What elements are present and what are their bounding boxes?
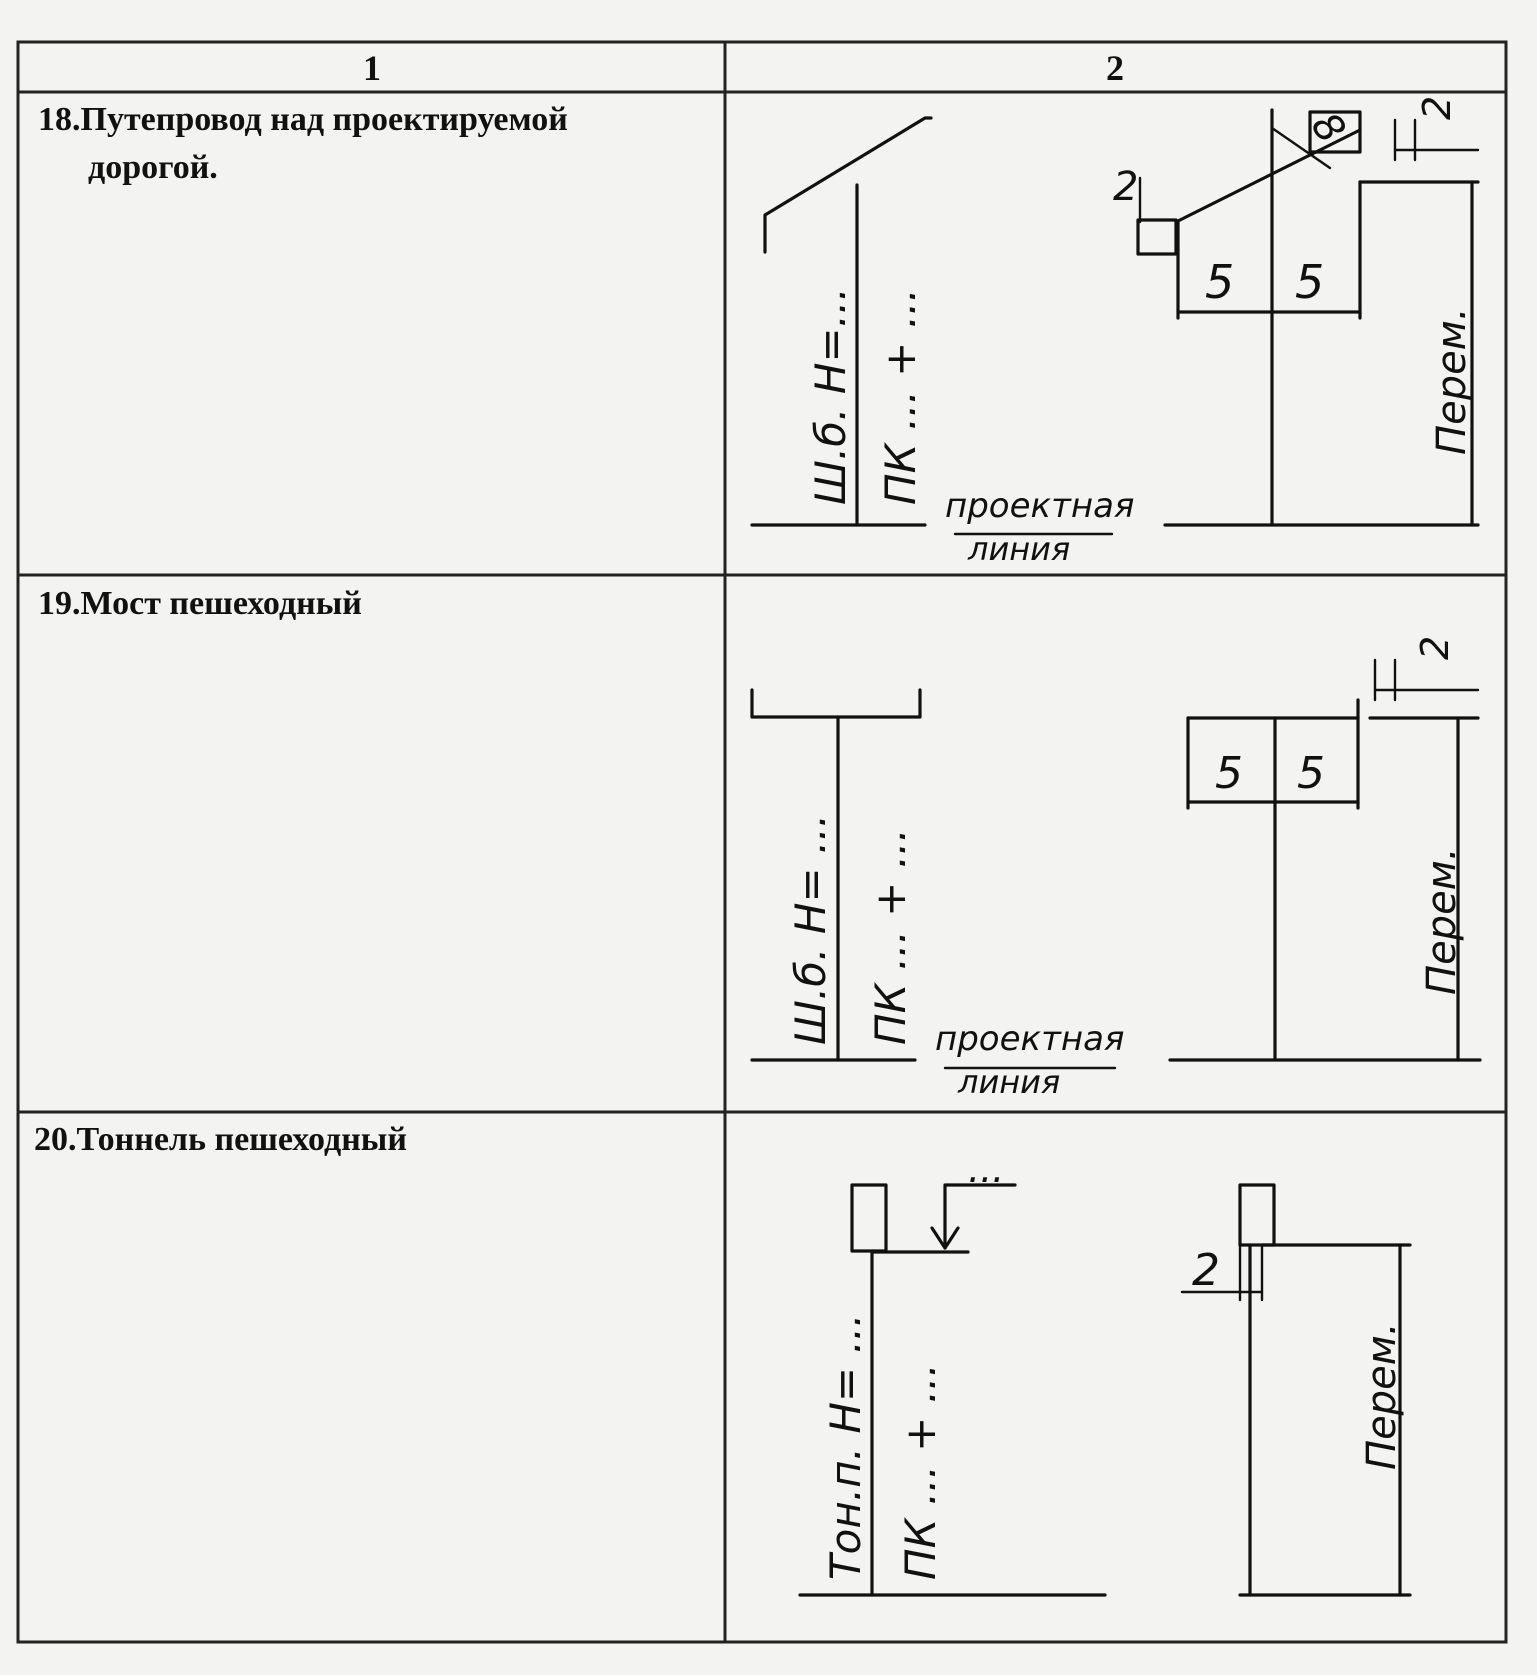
design-line-label-2: линия: [967, 530, 1070, 568]
row-18-title-line1: 18.Путепровод над проектируемой: [38, 101, 568, 138]
footbridge-design-line-1: проектная: [935, 1019, 1124, 1059]
bridge-deck-left: [750, 688, 922, 719]
tunnel-dim-side: 2: [1192, 1245, 1220, 1296]
table-grid: [16, 40, 1508, 1644]
sketch-tunnel: ... Тон.п. Н= ... ПК ... + ... 2 Перем.: [798, 1147, 1412, 1597]
dim-value-a: 5: [1205, 255, 1234, 309]
row-18-title-line2: дорогой.: [88, 149, 218, 186]
dim-diag-line: [1270, 126, 1332, 170]
table-border: [16, 40, 1508, 1644]
tunnel-sign-plate-right: [1238, 1183, 1276, 1247]
tunnel-height-label: Тон.п. Н= ...: [821, 1314, 870, 1581]
footbridge-dim-b: 5: [1297, 748, 1325, 799]
footbridge-dim-a: 5: [1215, 748, 1243, 799]
sign-plate-small: [1136, 218, 1178, 256]
design-line-label-1: проектная: [945, 486, 1134, 526]
tunnel-arrow-note: ...: [968, 1147, 1004, 1191]
column-header-1: 1: [363, 48, 381, 88]
sketch-footbridge: Ш.б. Н= ... ПК ... + ... проектная линия…: [750, 636, 1482, 1101]
dim-top-small: 2: [1113, 164, 1138, 210]
sign-plate-top: [1308, 110, 1362, 154]
dim-value-b: 5: [1295, 255, 1324, 309]
footbridge-design-line-2: линия: [957, 1063, 1060, 1101]
overpass-deck-left: [763, 116, 933, 254]
diagonal-sign-line: [1174, 128, 1362, 224]
overpass-height-label: Ш.б. Н=...: [806, 287, 855, 505]
column-header-2: 2: [1106, 48, 1124, 88]
footbridge-pk-label: ПК ... + ...: [866, 828, 915, 1045]
sketch-overpass: Ш.б. Н=... ПК ... + ... проектная линия …: [750, 96, 1480, 568]
footbridge-dim-top-right: 2: [1413, 636, 1457, 660]
variable-label: Перем.: [1429, 307, 1475, 455]
tunnel-sign-plate-left: [850, 1183, 888, 1253]
tunnel-arrow-line: [943, 1183, 1017, 1250]
overpass-pk-label: ПК ... + ...: [876, 288, 925, 505]
row-19-title: 19.Мост пешеходный: [38, 585, 362, 622]
footbridge-height-label: Ш.б. Н= ...: [786, 814, 835, 1045]
tunnel-pk-label: ПК ... + ...: [896, 1363, 945, 1580]
footbridge-variable-label: Перем.: [1419, 847, 1465, 995]
tunnel-variable-label: Перем.: [1359, 1322, 1405, 1470]
tunnel-arrow-head: [930, 1226, 960, 1250]
dim-top-right: 2: [1415, 96, 1459, 120]
row-20-title: 20.Тоннель пешеходный: [34, 1121, 407, 1158]
